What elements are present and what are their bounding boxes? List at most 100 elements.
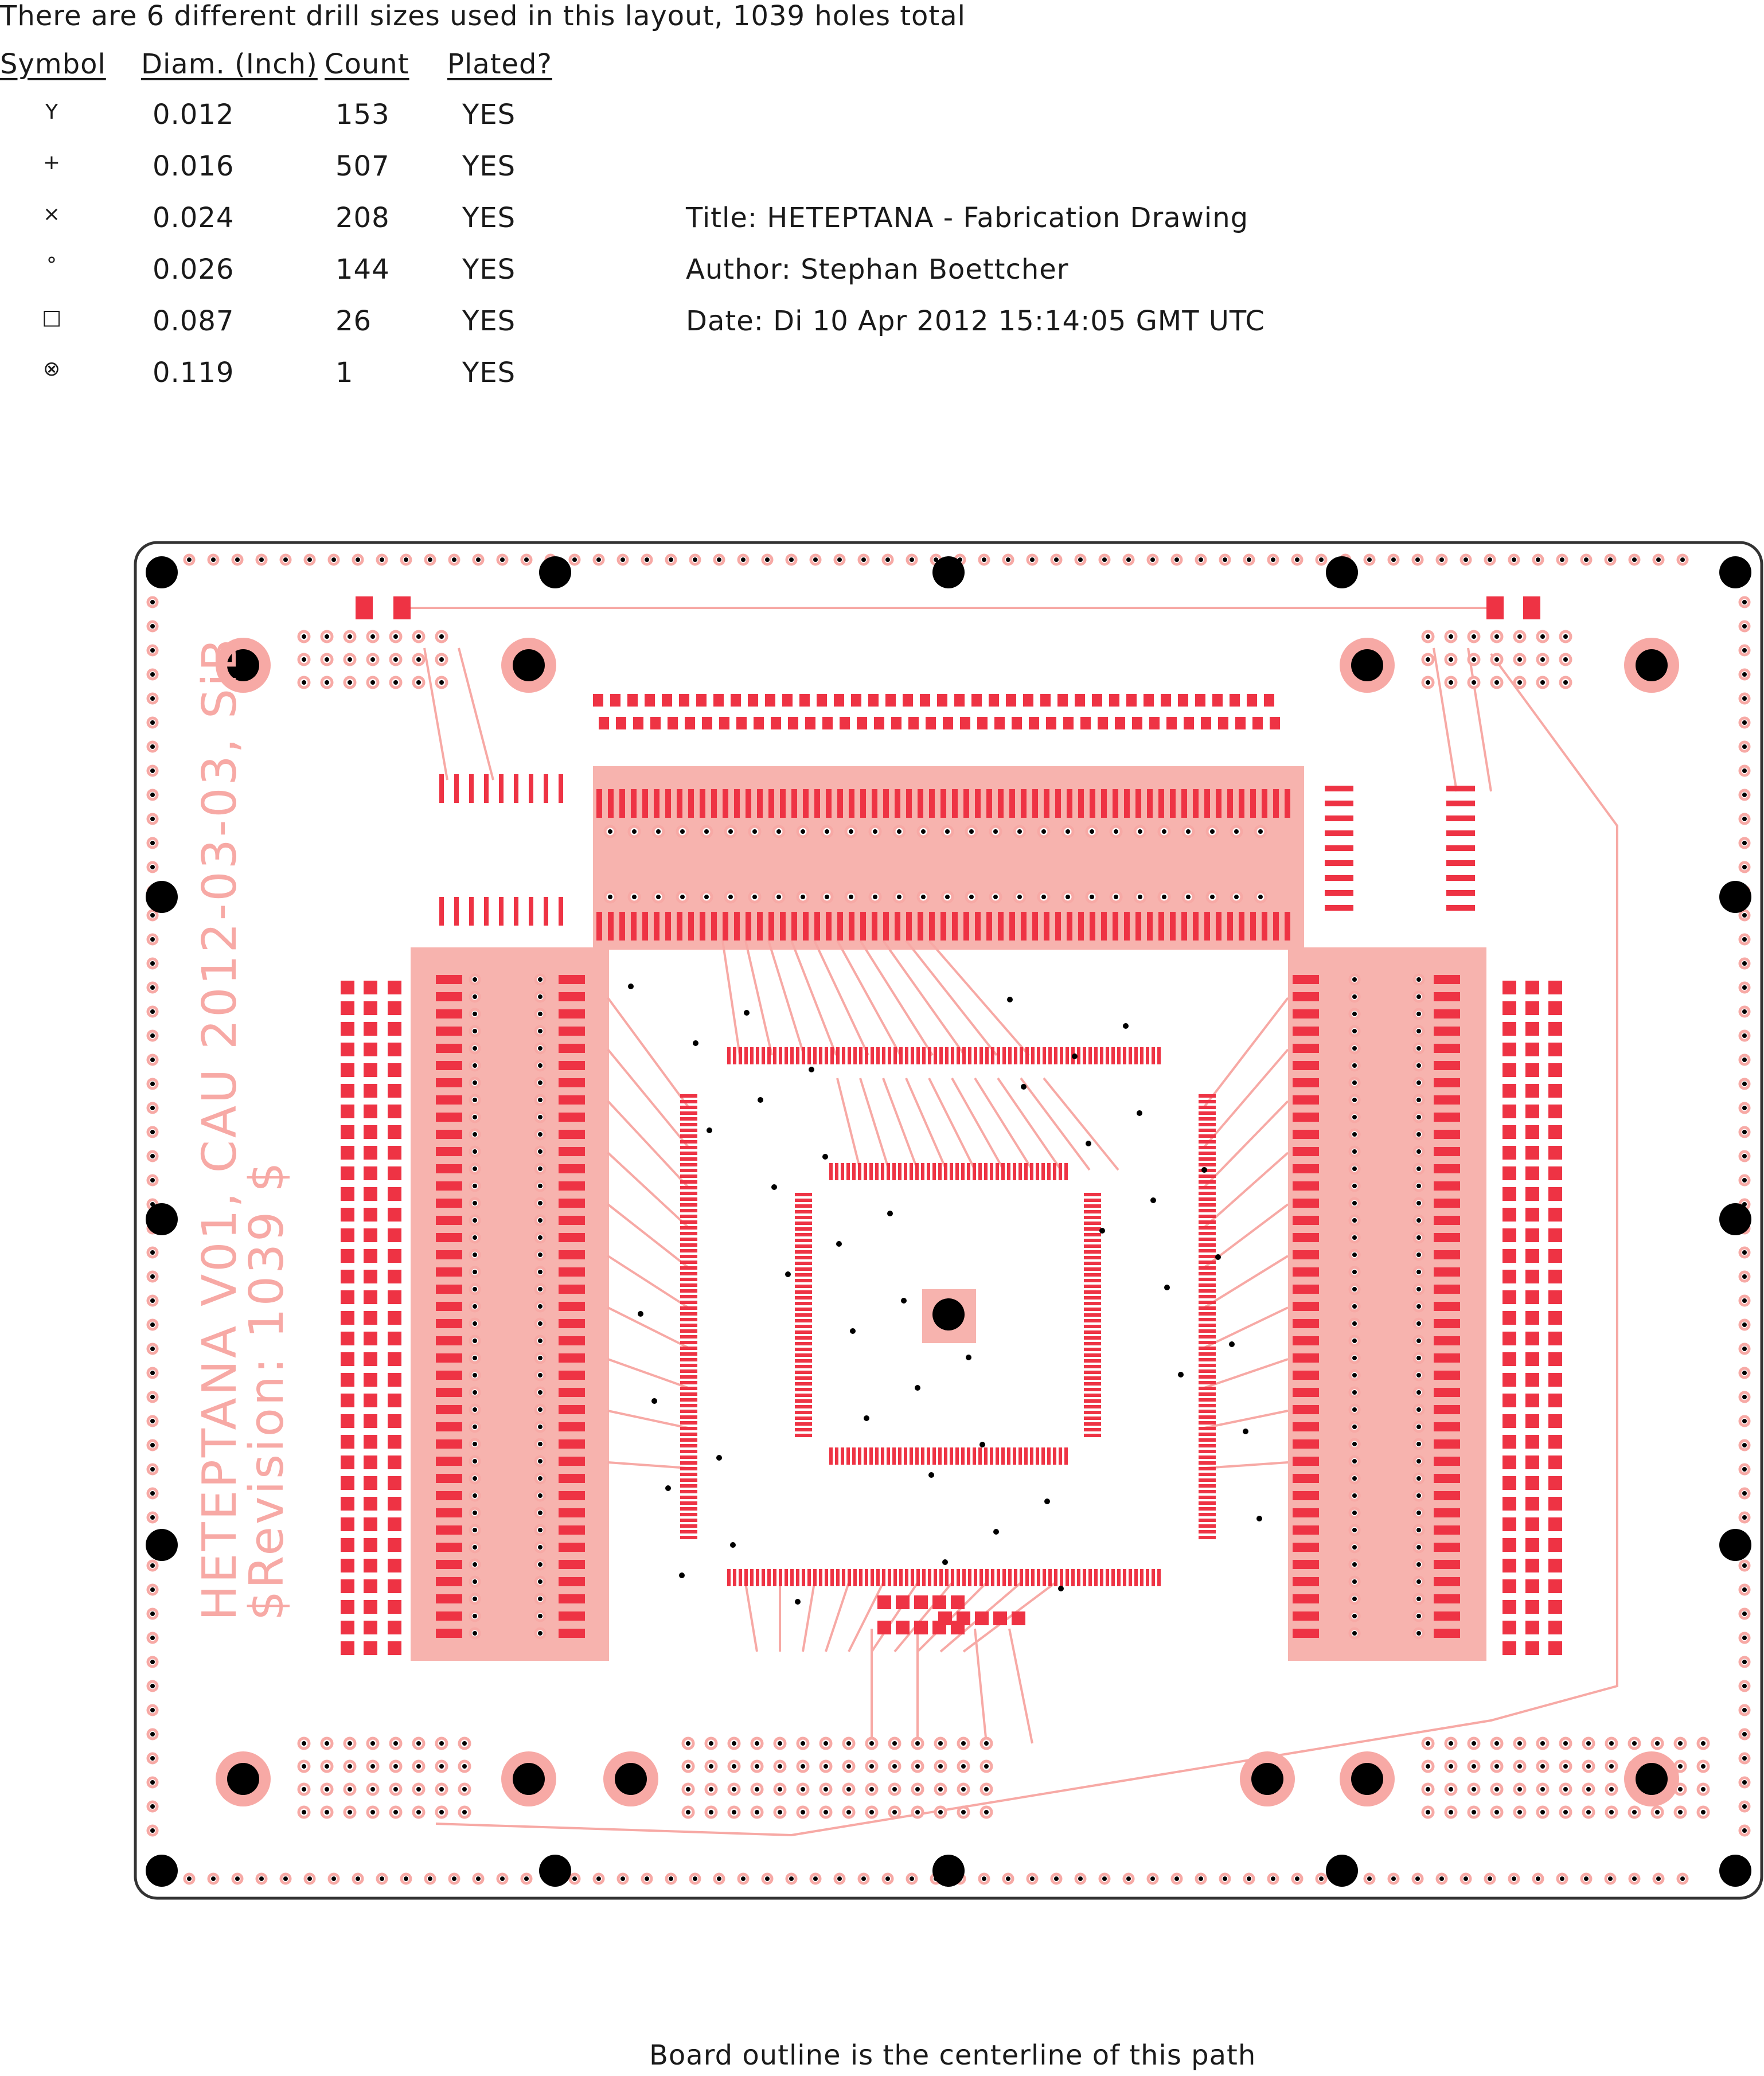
smd-pad bbox=[1084, 1382, 1101, 1386]
via-drill bbox=[1742, 1467, 1747, 1472]
smd-pad bbox=[825, 1569, 828, 1586]
smd-pad bbox=[1013, 1447, 1016, 1465]
drill-hit bbox=[915, 1385, 920, 1391]
trace bbox=[905, 939, 998, 1056]
smd-pad bbox=[1285, 912, 1290, 941]
via-drill bbox=[945, 829, 950, 834]
smd-pad bbox=[1084, 1244, 1101, 1248]
smd-pad bbox=[1084, 1342, 1101, 1345]
smd-pad bbox=[1212, 694, 1223, 707]
via-drill bbox=[680, 829, 685, 834]
via-drill bbox=[538, 1614, 543, 1618]
via-drill bbox=[825, 829, 829, 834]
via-drill bbox=[538, 1579, 543, 1584]
smd-pad bbox=[788, 717, 798, 729]
smd-pad bbox=[1502, 1290, 1516, 1304]
via-drill bbox=[1174, 557, 1179, 562]
smd-pad bbox=[1057, 694, 1068, 707]
smd-pad bbox=[559, 1319, 585, 1328]
smd-pad bbox=[1293, 1095, 1319, 1105]
via-drill bbox=[1114, 895, 1118, 899]
smd-pad bbox=[940, 789, 946, 818]
via-drill bbox=[849, 829, 853, 834]
smd-pad bbox=[680, 1306, 697, 1310]
via-drill bbox=[473, 1235, 477, 1240]
smd-pad bbox=[559, 1560, 585, 1569]
via-drill bbox=[1114, 829, 1118, 834]
smd-pad bbox=[1548, 1270, 1562, 1283]
smd-pad bbox=[837, 789, 843, 818]
smd-pad bbox=[795, 1290, 812, 1294]
smd-pad bbox=[1084, 1296, 1101, 1300]
smd-pad bbox=[1548, 1352, 1562, 1366]
smd-pad bbox=[883, 789, 889, 818]
mounting-hole bbox=[146, 556, 178, 588]
smd-pad bbox=[665, 912, 671, 941]
smd-pad bbox=[654, 789, 659, 818]
smd-pad bbox=[1199, 1519, 1216, 1522]
via-drill bbox=[302, 1810, 306, 1814]
via-drill bbox=[150, 1611, 155, 1616]
via-drill bbox=[824, 1764, 828, 1769]
via-drill bbox=[1416, 1287, 1421, 1291]
smd-pad bbox=[1548, 1043, 1562, 1056]
smd-pad bbox=[1090, 789, 1095, 818]
via-drill bbox=[325, 1741, 329, 1746]
via-drill bbox=[1352, 1511, 1357, 1515]
smd-pad bbox=[1199, 1249, 1216, 1252]
smd-pad bbox=[1293, 1525, 1319, 1535]
smd-pad bbox=[1293, 1216, 1319, 1225]
smd-pad bbox=[1199, 1157, 1216, 1161]
smd-pad bbox=[780, 789, 786, 818]
drill-hit bbox=[1150, 1197, 1156, 1203]
smd-pad bbox=[1548, 1476, 1562, 1490]
smd-pad bbox=[860, 789, 866, 818]
smd-pad bbox=[1178, 694, 1188, 707]
via-drill bbox=[897, 829, 901, 834]
smd-pad bbox=[680, 1261, 697, 1264]
smd-pad bbox=[874, 717, 884, 729]
smd-pad bbox=[341, 1001, 354, 1015]
via-drill bbox=[1367, 557, 1372, 562]
smd-pad bbox=[960, 717, 970, 729]
via-drill bbox=[1054, 1876, 1059, 1881]
smd-pad bbox=[1293, 1078, 1319, 1087]
smd-pad bbox=[841, 1163, 844, 1180]
smd-pad bbox=[1100, 1047, 1103, 1064]
via-drill bbox=[938, 1810, 943, 1814]
smd-pad bbox=[978, 1163, 982, 1180]
smd-pad bbox=[1502, 1373, 1516, 1387]
smd-pad bbox=[1446, 786, 1475, 791]
smd-pad bbox=[1199, 1438, 1216, 1442]
smd-pad bbox=[1067, 912, 1072, 941]
smd-pad bbox=[1037, 1047, 1040, 1064]
smd-pad bbox=[341, 1600, 354, 1614]
via-drill bbox=[1391, 557, 1396, 562]
via-drill bbox=[1472, 1810, 1476, 1814]
smd-pad bbox=[1199, 1123, 1216, 1126]
smd-pad bbox=[723, 789, 728, 818]
smd-pad bbox=[341, 1497, 354, 1511]
smd-pad bbox=[795, 1204, 812, 1208]
via-drill bbox=[538, 1631, 543, 1636]
smd-pad bbox=[341, 1187, 354, 1201]
via-drill bbox=[1464, 557, 1468, 562]
smd-pad bbox=[341, 1559, 354, 1572]
smd-pad bbox=[680, 1473, 697, 1476]
via-drill bbox=[1517, 1741, 1522, 1746]
smd-pad bbox=[1046, 717, 1056, 729]
smd-pad bbox=[795, 1434, 812, 1437]
smd-pad bbox=[1090, 912, 1095, 941]
trace bbox=[871, 1582, 919, 1653]
smd-pad bbox=[961, 1163, 965, 1180]
smd-pad bbox=[1199, 1318, 1216, 1321]
smd-pad bbox=[1548, 1394, 1562, 1407]
via-drill bbox=[473, 1562, 477, 1567]
smd-pad bbox=[436, 1095, 462, 1105]
smd-pad bbox=[1325, 786, 1353, 791]
via-drill bbox=[1426, 1810, 1430, 1814]
smd-pad bbox=[1077, 1047, 1080, 1064]
via-drill bbox=[1678, 1810, 1683, 1814]
smd-pad bbox=[514, 774, 518, 803]
via-drill bbox=[1352, 1115, 1357, 1119]
